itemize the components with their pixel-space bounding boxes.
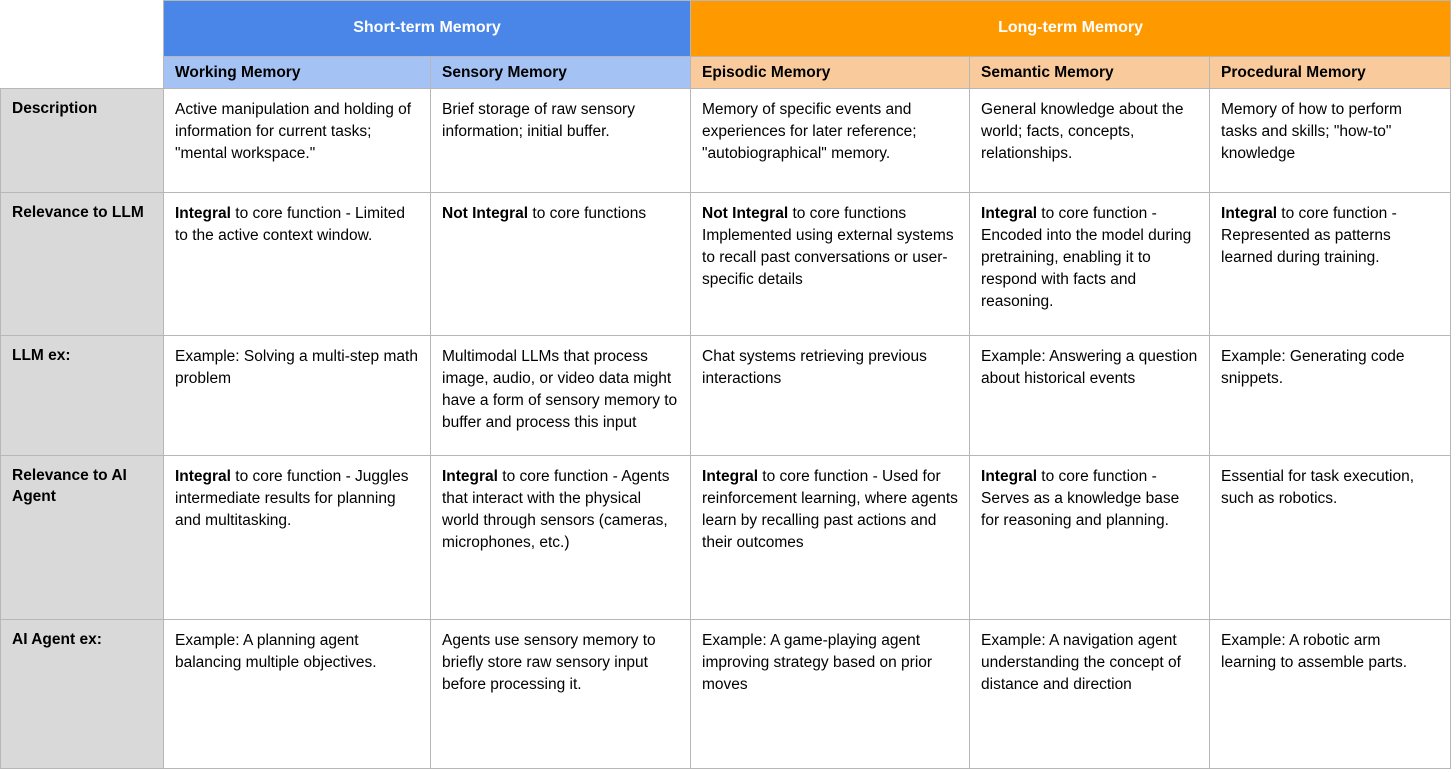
cell-bold-prefix: Integral [442,468,498,485]
cell-description-sensory-memory: Brief storage of raw sensory information… [429,88,692,193]
cell-text: to core functions [528,205,647,222]
cell-text: Essential for task execution, such as ro… [1221,468,1415,507]
cell-relevance-agent-sensory-memory: Integral to core function - Agents that … [429,455,692,620]
table-row: Relevance to AI Agent Integral to core f… [0,455,1452,620]
cell-agent-example-procedural-memory: Example: A robotic arm learning to assem… [1209,619,1452,769]
row-label-description: Description [0,88,164,193]
group-header-row: Short-term Memory Long-term Memory [0,0,1452,57]
cell-text: Chat systems retrieving previous interac… [702,348,927,387]
cell-text: to core function - Limited to the active… [175,205,406,244]
cell-text: General knowledge about the world; facts… [981,101,1184,162]
cell-description-semantic-memory: General knowledge about the world; facts… [969,88,1211,193]
cell-agent-example-semantic-memory: Example: A navigation agent understandin… [969,619,1211,769]
cell-description-episodic-memory: Memory of specific events and experience… [690,88,971,193]
cell-text: Active manipulation and holding of infor… [175,101,412,162]
cell-relevance-agent-working-memory: Integral to core function - Juggles inte… [163,455,431,620]
cell-bold-prefix: Integral [175,205,231,222]
cell-agent-example-working-memory: Example: A planning agent balancing mult… [163,619,431,769]
row-label-ai-agent-example: AI Agent ex: [0,619,164,769]
cell-text: to core function - Encoded into the mode… [981,205,1192,310]
cell-bold-prefix: Integral [175,468,231,485]
table-body: Description Active manipulation and hold… [0,88,1452,769]
cell-relevance-llm-working-memory: Integral to core function - Limited to t… [163,192,431,336]
group-header-short-term-memory: Short-term Memory [162,0,692,57]
cell-text: Multimodal LLMs that process image, audi… [442,348,678,431]
cell-bold-prefix: Integral [702,468,758,485]
cell-text: Example: A game-playing agent improving … [702,632,933,693]
cell-text: to core function - Agents that interact … [442,468,670,551]
table-row: LLM ex: Example: Solving a multi-step ma… [0,335,1452,456]
corner-cell-top [0,0,164,57]
column-header-sensory-memory: Sensory Memory [429,56,692,89]
cell-text: to core functions Implemented using exte… [702,205,954,288]
column-header-row: Working Memory Sensory Memory Episodic M… [0,56,1452,89]
cell-text: Brief storage of raw sensory information… [442,101,635,140]
cell-description-procedural-memory: Memory of how to perform tasks and skill… [1209,88,1452,193]
cell-text: Memory of specific events and experience… [702,101,917,162]
row-label-relevance-to-ai-agent: Relevance to AI Agent [0,455,164,620]
cell-agent-example-sensory-memory: Agents use sensory memory to briefly sto… [429,619,692,769]
table-head: Short-term Memory Long-term Memory Worki… [0,0,1452,89]
row-label-llm-example: LLM ex: [0,335,164,456]
cell-relevance-agent-procedural-memory: Essential for task execution, such as ro… [1209,455,1452,620]
cell-text: Memory of how to perform tasks and skill… [1221,101,1402,162]
cell-llm-example-sensory-memory: Multimodal LLMs that process image, audi… [429,335,692,456]
cell-relevance-agent-episodic-memory: Integral to core function - Used for rei… [690,455,971,620]
cell-agent-example-episodic-memory: Example: A game-playing agent improving … [690,619,971,769]
cell-relevance-agent-semantic-memory: Integral to core function - Serves as a … [969,455,1211,620]
cell-relevance-llm-procedural-memory: Integral to core function - Represented … [1209,192,1452,336]
cell-llm-example-working-memory: Example: Solving a multi-step math probl… [163,335,431,456]
cell-text: Example: A robotic arm learning to assem… [1221,632,1408,671]
cell-text: Example: A planning agent balancing mult… [175,632,377,671]
cell-relevance-llm-semantic-memory: Integral to core function - Encoded into… [969,192,1211,336]
table-row: AI Agent ex: Example: A planning agent b… [0,619,1452,769]
column-header-episodic-memory: Episodic Memory [690,56,971,89]
column-header-procedural-memory: Procedural Memory [1209,56,1452,89]
cell-text: Example: A navigation agent understandin… [981,632,1181,693]
cell-llm-example-semantic-memory: Example: Answering a question about hist… [969,335,1211,456]
column-header-working-memory: Working Memory [163,56,431,89]
cell-bold-prefix: Integral [981,468,1037,485]
cell-bold-prefix: Integral [1221,205,1277,222]
cell-text: Example: Answering a question about hist… [981,348,1198,387]
cell-llm-example-episodic-memory: Chat systems retrieving previous interac… [690,335,971,456]
cell-relevance-llm-episodic-memory: Not Integral to core functions Implement… [690,192,971,336]
cell-text: Example: Solving a multi-step math probl… [175,348,418,387]
corner-cell-sub [0,56,164,89]
cell-text: Agents use sensory memory to briefly sto… [442,632,656,693]
cell-relevance-llm-sensory-memory: Not Integral to core functions [429,192,692,336]
column-header-semantic-memory: Semantic Memory [969,56,1211,89]
cell-bold-prefix: Not Integral [702,205,789,222]
cell-text: Example: Generating code snippets. [1221,348,1405,387]
cell-bold-prefix: Not Integral [442,205,529,222]
cell-text: to core function - Represented as patter… [1221,205,1397,266]
table-row: Relevance to LLM Integral to core functi… [0,192,1452,336]
cell-bold-prefix: Integral [981,205,1037,222]
cell-text: to core function - Serves as a knowledge… [981,468,1180,529]
cell-llm-example-procedural-memory: Example: Generating code snippets. [1209,335,1452,456]
cell-text: to core function - Juggles intermediate … [175,468,409,529]
cell-description-working-memory: Active manipulation and holding of infor… [163,88,431,193]
row-label-relevance-to-llm: Relevance to LLM [0,192,164,336]
table-row: Description Active manipulation and hold… [0,88,1452,193]
cell-text: to core function - Used for reinforcemen… [702,468,958,551]
group-header-long-term-memory: Long-term Memory [690,0,1452,57]
